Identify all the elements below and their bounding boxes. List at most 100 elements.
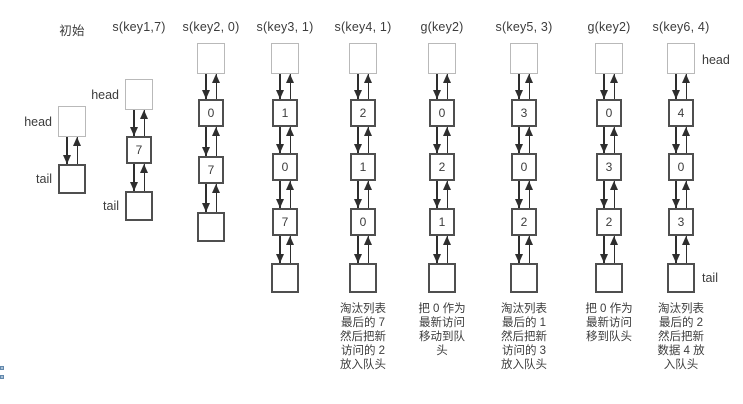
up-arrow-icon: [286, 181, 295, 190]
next-pointer-line: [436, 181, 438, 208]
node-head: [58, 106, 86, 137]
down-arrow-icon: [432, 90, 441, 99]
node-tail: [667, 263, 695, 293]
next-pointer-line: [518, 74, 520, 99]
link-arrows: [598, 74, 620, 99]
down-arrow-icon: [514, 199, 523, 208]
node-value: 1: [272, 99, 298, 127]
prev-pointer-line: [215, 127, 217, 156]
down-arrow-icon: [201, 203, 210, 212]
prev-pointer-line: [685, 74, 687, 99]
next-pointer-line: [675, 74, 677, 99]
prev-pointer-line: [215, 74, 217, 99]
node-value: 2: [511, 208, 537, 236]
down-arrow-icon: [201, 147, 210, 156]
node-head: [197, 43, 225, 74]
prev-pointer-line: [613, 236, 615, 263]
up-arrow-icon: [286, 236, 295, 245]
link-arrows: [352, 236, 374, 263]
link-arrows: [352, 181, 374, 208]
up-arrow-icon: [610, 181, 619, 190]
down-arrow-icon: [599, 90, 608, 99]
next-pointer-line: [279, 236, 281, 263]
node-value: 2: [350, 99, 376, 127]
next-pointer-line: [279, 181, 281, 208]
up-arrow-icon: [364, 181, 373, 190]
next-pointer-line: [357, 236, 359, 263]
next-pointer-line: [603, 74, 605, 99]
prev-pointer-line: [76, 137, 78, 164]
up-arrow-icon: [364, 236, 373, 245]
down-arrow-icon: [671, 144, 680, 153]
prev-pointer-line: [367, 236, 369, 263]
tail-label: tail: [36, 172, 52, 186]
prev-pointer-line: [215, 184, 217, 212]
node-tail: [595, 263, 623, 293]
link-arrows: [513, 74, 535, 99]
link-arrows: [200, 184, 222, 212]
up-arrow-icon: [73, 137, 82, 146]
prev-pointer-line: [289, 181, 291, 208]
next-pointer-line: [279, 74, 281, 99]
node-head: [125, 79, 153, 110]
next-pointer-line: [357, 74, 359, 99]
column-header: 初始: [59, 24, 85, 38]
step-note: 淘汰列表 最后的 7 然后把新 访问的 2 放入队头: [340, 303, 386, 371]
next-pointer-line: [279, 127, 281, 153]
down-arrow-icon: [129, 182, 138, 191]
link-arrows: [352, 74, 374, 99]
down-arrow-icon: [275, 254, 284, 263]
node-tail: [197, 212, 225, 242]
artifact-dot: [0, 366, 4, 370]
node-head: [510, 43, 538, 74]
prev-pointer-line: [143, 110, 145, 136]
up-arrow-icon: [212, 74, 221, 83]
prev-pointer-line: [446, 181, 448, 208]
up-arrow-icon: [682, 127, 691, 136]
up-arrow-icon: [525, 127, 534, 136]
down-arrow-icon: [275, 144, 284, 153]
up-arrow-icon: [525, 181, 534, 190]
link-arrows: [598, 236, 620, 263]
prev-pointer-line: [613, 127, 615, 153]
node-tail: [510, 263, 538, 293]
tail-label: tail: [702, 271, 718, 285]
next-pointer-line: [675, 236, 677, 263]
next-pointer-line: [603, 236, 605, 263]
node-head: [667, 43, 695, 74]
link-arrows: [128, 110, 150, 136]
node-value: 0: [272, 153, 298, 181]
node-tail: [271, 263, 299, 293]
down-arrow-icon: [353, 254, 362, 263]
link-arrows: [513, 236, 535, 263]
down-arrow-icon: [432, 199, 441, 208]
link-arrows: [598, 181, 620, 208]
down-arrow-icon: [353, 144, 362, 153]
up-arrow-icon: [610, 236, 619, 245]
node-value: 3: [596, 153, 622, 181]
next-pointer-line: [518, 236, 520, 263]
link-arrows: [274, 181, 296, 208]
prev-pointer-line: [289, 74, 291, 99]
next-pointer-line: [357, 181, 359, 208]
next-pointer-line: [357, 127, 359, 153]
column-header: s(key6, 4): [652, 20, 710, 34]
link-arrows: [431, 127, 453, 153]
prev-pointer-line: [446, 74, 448, 99]
link-arrows: [670, 236, 692, 263]
up-arrow-icon: [364, 74, 373, 83]
node-value: 0: [350, 208, 376, 236]
prev-pointer-line: [367, 127, 369, 153]
node-tail: [58, 164, 86, 194]
step-note: 淘汰列表 最后的 2 然后把新 数据 4 放 入队头: [657, 303, 705, 371]
node-tail: [349, 263, 377, 293]
node-value: 2: [429, 153, 455, 181]
link-arrows: [274, 236, 296, 263]
up-arrow-icon: [443, 127, 452, 136]
prev-pointer-line: [685, 181, 687, 208]
node-value: 7: [126, 136, 152, 164]
node-value: 7: [272, 208, 298, 236]
node-value: 3: [511, 99, 537, 127]
node-value: 0: [596, 99, 622, 127]
